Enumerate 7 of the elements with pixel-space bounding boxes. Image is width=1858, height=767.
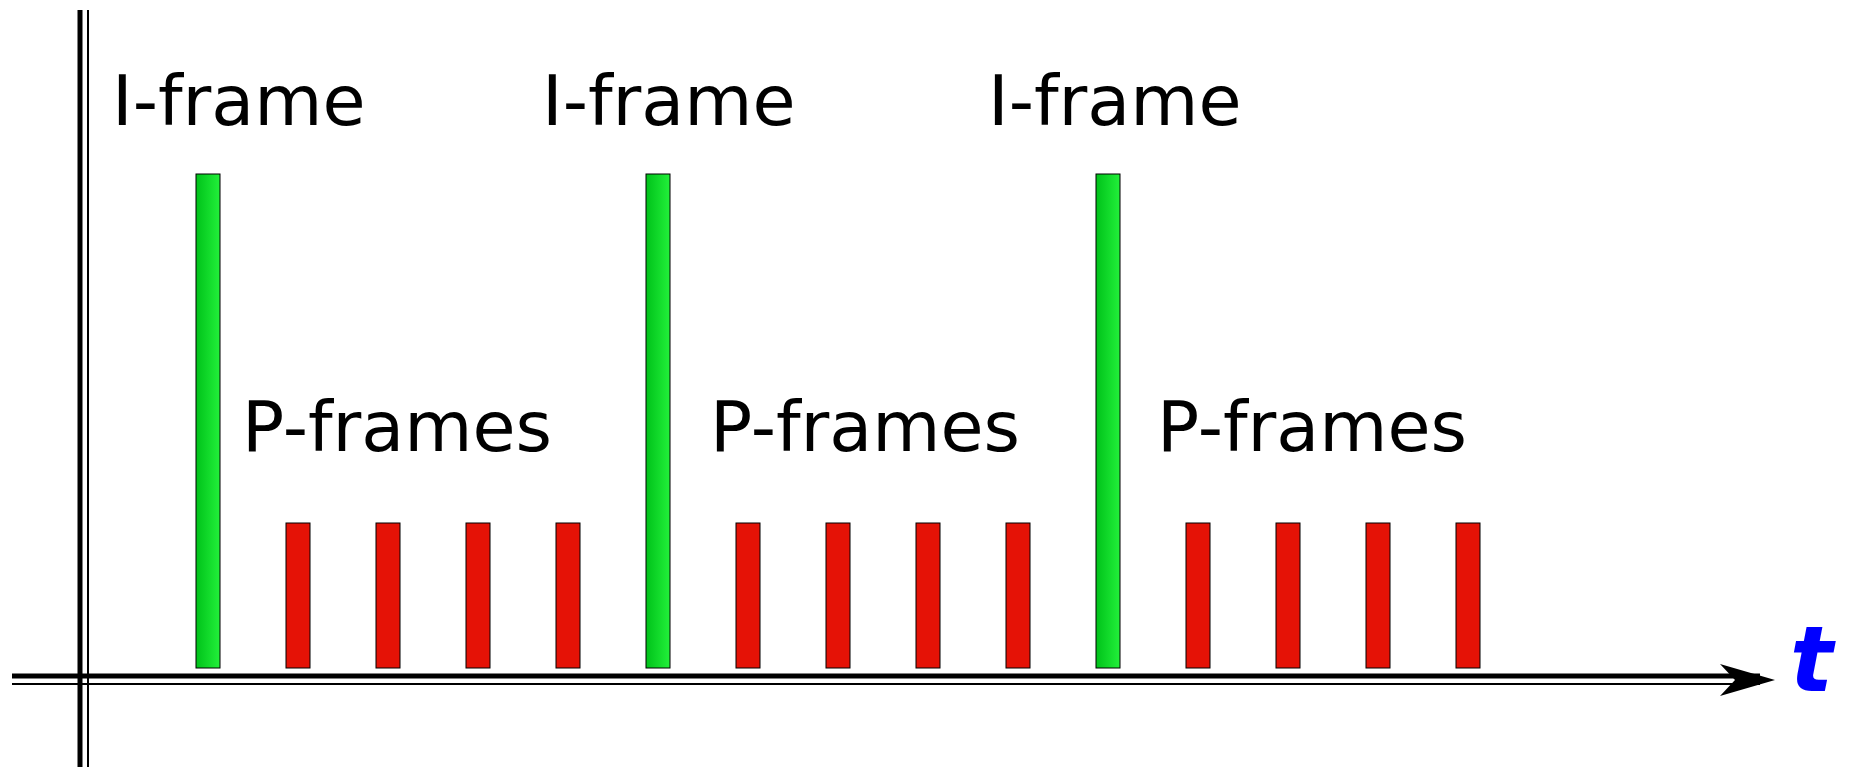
frame-type-label: I-frame xyxy=(542,66,796,136)
axis-label: t xyxy=(1790,615,1834,705)
frame-type-label: P-frames xyxy=(1157,392,1467,462)
frame-type-label: P-frames xyxy=(242,392,552,462)
frame-type-label: P-frames xyxy=(710,392,1020,462)
frame-type-label: I-frame xyxy=(112,66,366,136)
frame-type-label: I-frame xyxy=(988,66,1242,136)
